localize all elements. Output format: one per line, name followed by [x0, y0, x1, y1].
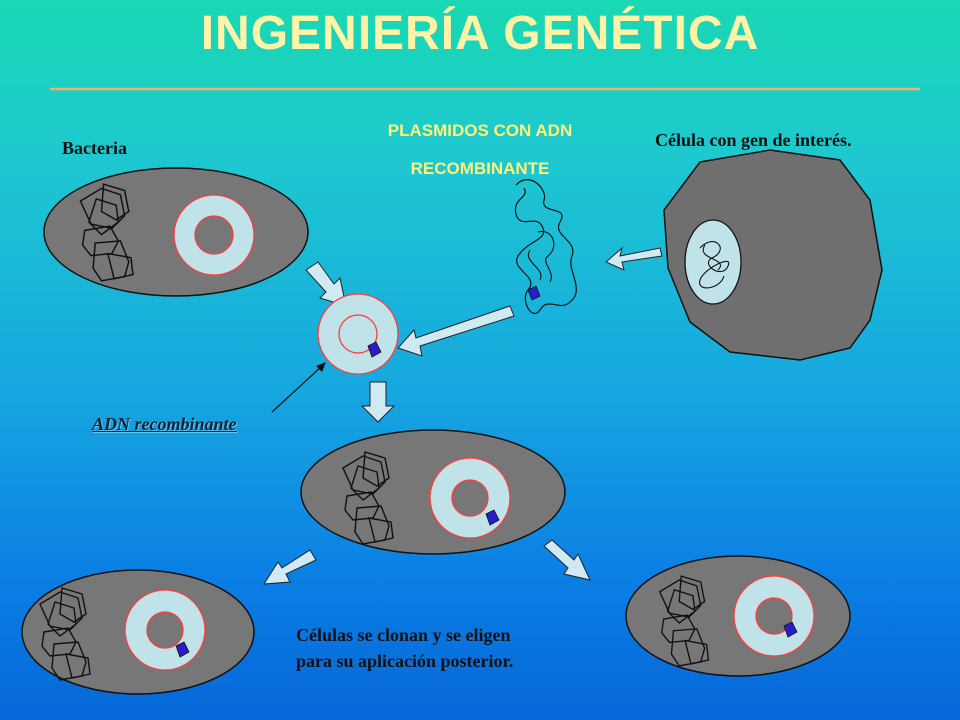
arrow-to-clone-left — [263, 549, 317, 585]
subtitle-line-1: PLASMIDOS CON ADN — [387, 121, 573, 140]
label-pointer — [271, 362, 326, 413]
plasmid-ring — [173, 194, 255, 276]
arrow-plasmid-to-host — [360, 381, 396, 423]
plasmid-ring — [124, 589, 206, 671]
dna-coil-icon — [699, 241, 730, 289]
caption-line-1: Células se clonan y se eligen — [296, 625, 511, 645]
extracted-dna — [514, 179, 577, 314]
bacterium-recombinant — [300, 429, 566, 555]
arrow-dna-to-plasmid — [397, 305, 515, 357]
gene-marker — [527, 285, 541, 301]
plasmid-ring — [733, 575, 815, 657]
caption: Células se clonan y se eligen para su ap… — [296, 622, 513, 674]
caption-line-2: para su aplicación posterior. — [296, 651, 514, 671]
subtitle: PLASMIDOS CON ADN RECOMBINANTE — [330, 112, 630, 188]
label-recombinant-dna: ADN recombinante — [92, 414, 237, 434]
gene-marker — [485, 509, 500, 526]
arrow-cell-to-dna — [605, 246, 663, 271]
gene-marker — [175, 641, 190, 658]
bacterium-donor — [43, 167, 309, 297]
arrow-bacterium-to-plasmid — [305, 261, 347, 307]
donor-cell — [663, 149, 883, 361]
recombinant-plasmid — [317, 293, 399, 375]
label-cell-of-interest: Célula con gen de interés. — [655, 130, 852, 150]
nucleus — [684, 219, 742, 305]
gene-marker — [783, 621, 798, 638]
label-bacteria: Bacteria — [62, 138, 127, 158]
bacterium-clone-left — [21, 569, 255, 695]
arrow-to-clone-right — [543, 539, 591, 581]
subtitle-line-2: RECOMBINANTE — [410, 159, 550, 178]
bacterium-clone-right — [625, 555, 851, 677]
plasmid-ring — [429, 457, 511, 539]
page-title: INGENIERÍA GENÉTICA — [200, 7, 760, 60]
gene-marker — [367, 341, 382, 358]
